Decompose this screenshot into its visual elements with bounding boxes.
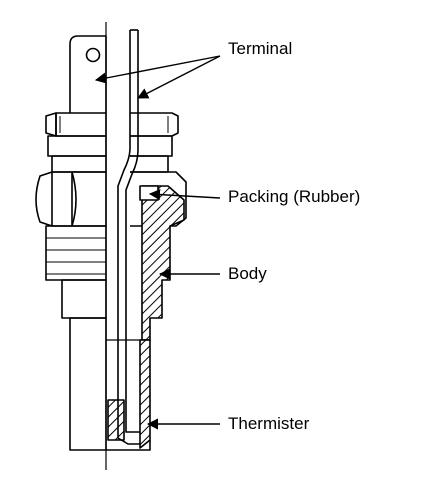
terminal-tab [69,35,107,113]
label-body: Body [228,264,267,283]
packing-leader [148,188,221,201]
probe-tube [69,317,151,451]
label-terminal: Terminal [228,39,293,58]
top-flange [45,112,179,137]
threaded-body [45,225,107,319]
terminal-leader-1 [94,55,221,84]
body-section [107,185,185,449]
leader-lines [94,55,221,430]
terminal-leader-2 [137,55,221,99]
flange-neck [47,135,173,173]
label-packing: Packing (Rubber) [228,187,361,206]
packing-rubber [139,185,159,201]
terminal-hole [85,47,101,63]
label-thermister: Thermister [228,414,310,433]
terminal-wire [117,29,140,445]
